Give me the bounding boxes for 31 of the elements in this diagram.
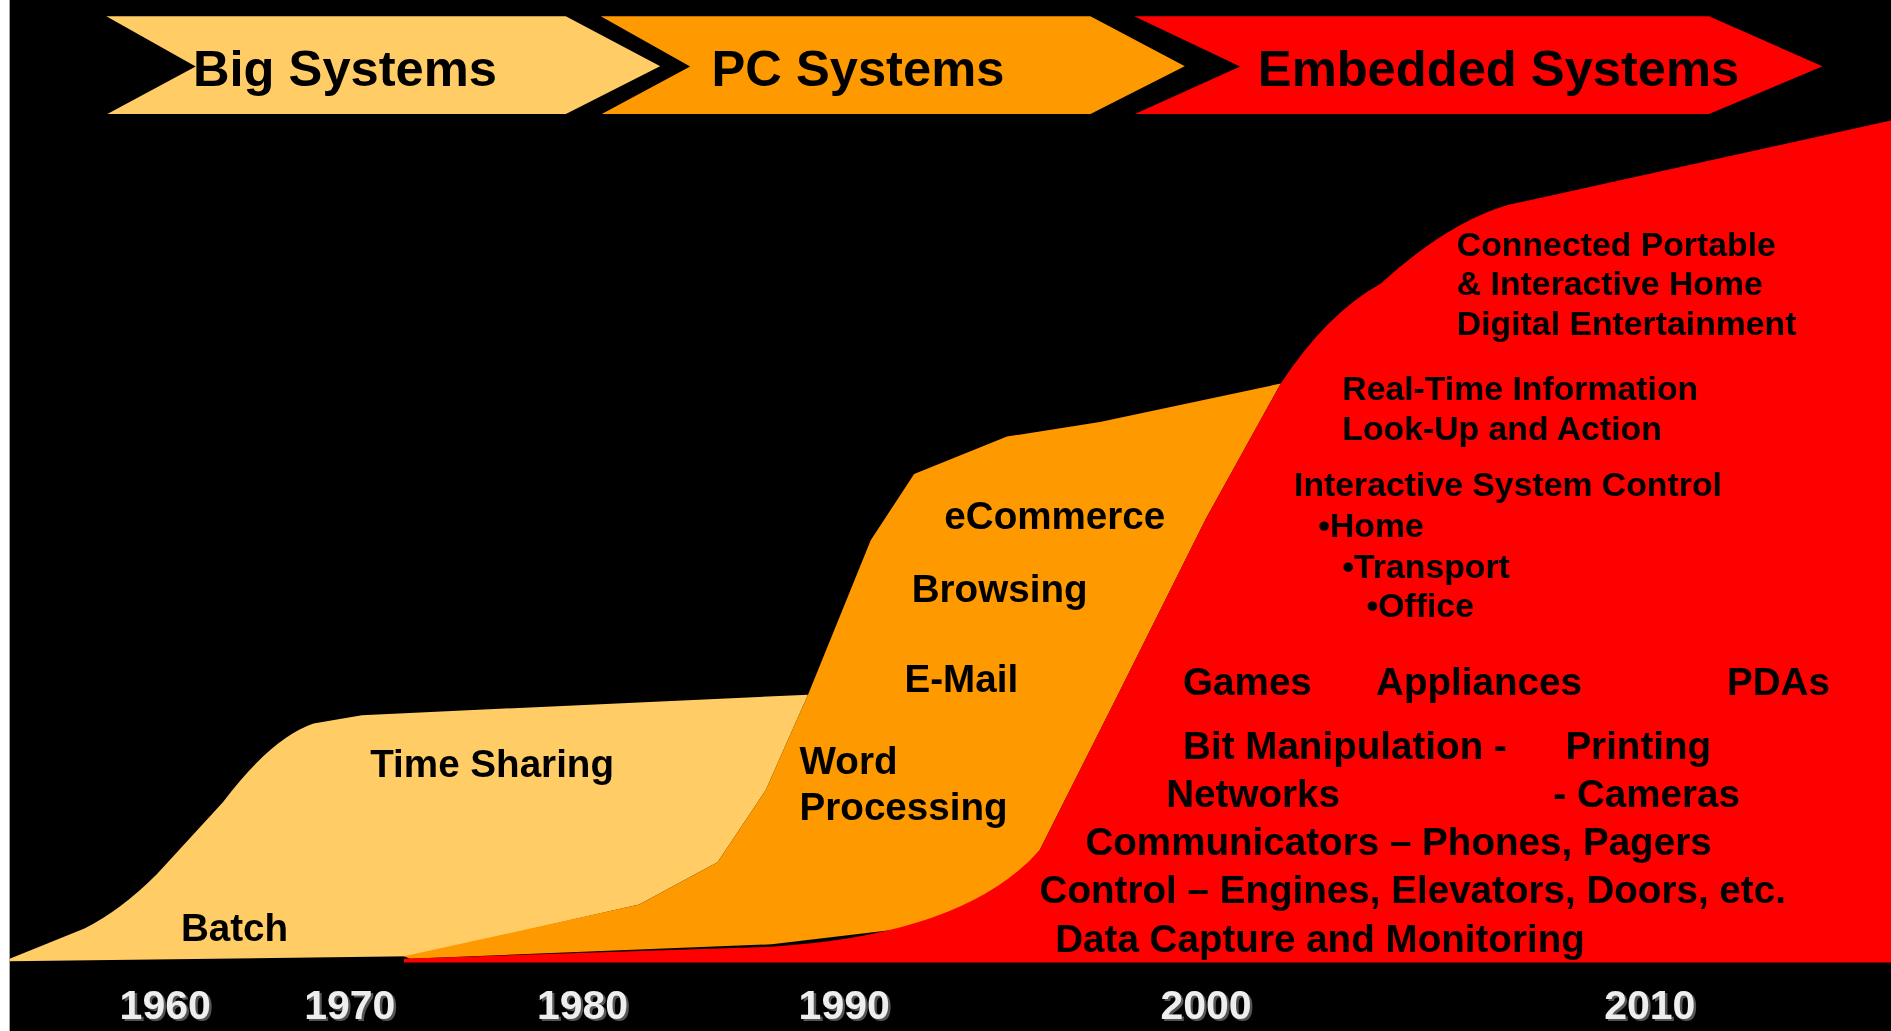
area-label: E-Mail: [904, 657, 1019, 703]
phase-label: Big Systems: [192, 39, 497, 99]
area-label: Batch: [180, 905, 289, 952]
area-label: Communicators – Phones, Pagers: [1085, 820, 1712, 866]
area-label: PDAs: [1727, 659, 1830, 706]
area-label: Control – Engines, Elevators, Doors, etc.: [1039, 868, 1786, 914]
area-label: Word Processing: [799, 739, 1008, 831]
area-label: Browsing: [911, 566, 1088, 613]
area-label: Data Capture and Monitoring: [1055, 916, 1585, 962]
area-label: •Office: [1366, 587, 1474, 627]
area-label: Networks: [1166, 771, 1340, 818]
year-label: 2000: [1160, 981, 1252, 1029]
area-label: •Transport: [1342, 547, 1510, 587]
area-label: Printing: [1565, 723, 1712, 769]
area-label: •Home: [1318, 506, 1424, 546]
year-label: 1980: [536, 981, 629, 1029]
phase-label: Embedded Systems: [1257, 39, 1740, 99]
area-label: Time Sharing: [370, 741, 614, 788]
area-label: Games: [1183, 659, 1312, 706]
area-label: Appliances: [1376, 659, 1582, 706]
area-label: eCommerce: [944, 494, 1166, 540]
area-label: - Cameras: [1553, 771, 1740, 818]
area-label: Bit Manipulation -: [1183, 723, 1507, 769]
area-label: Connected Portable & Interactive Home Digital Entertainment: [1456, 225, 1797, 345]
area-label: Real-Time Information Look-Up and Action: [1342, 370, 1699, 450]
year-label: 1970: [304, 981, 396, 1029]
year-label: 1960: [119, 981, 211, 1029]
year-label: 1990: [798, 981, 890, 1029]
year-label: 2010: [1604, 981, 1696, 1029]
phase-label: PC Systems: [711, 39, 1005, 99]
area-label: Interactive System Control: [1294, 465, 1722, 505]
